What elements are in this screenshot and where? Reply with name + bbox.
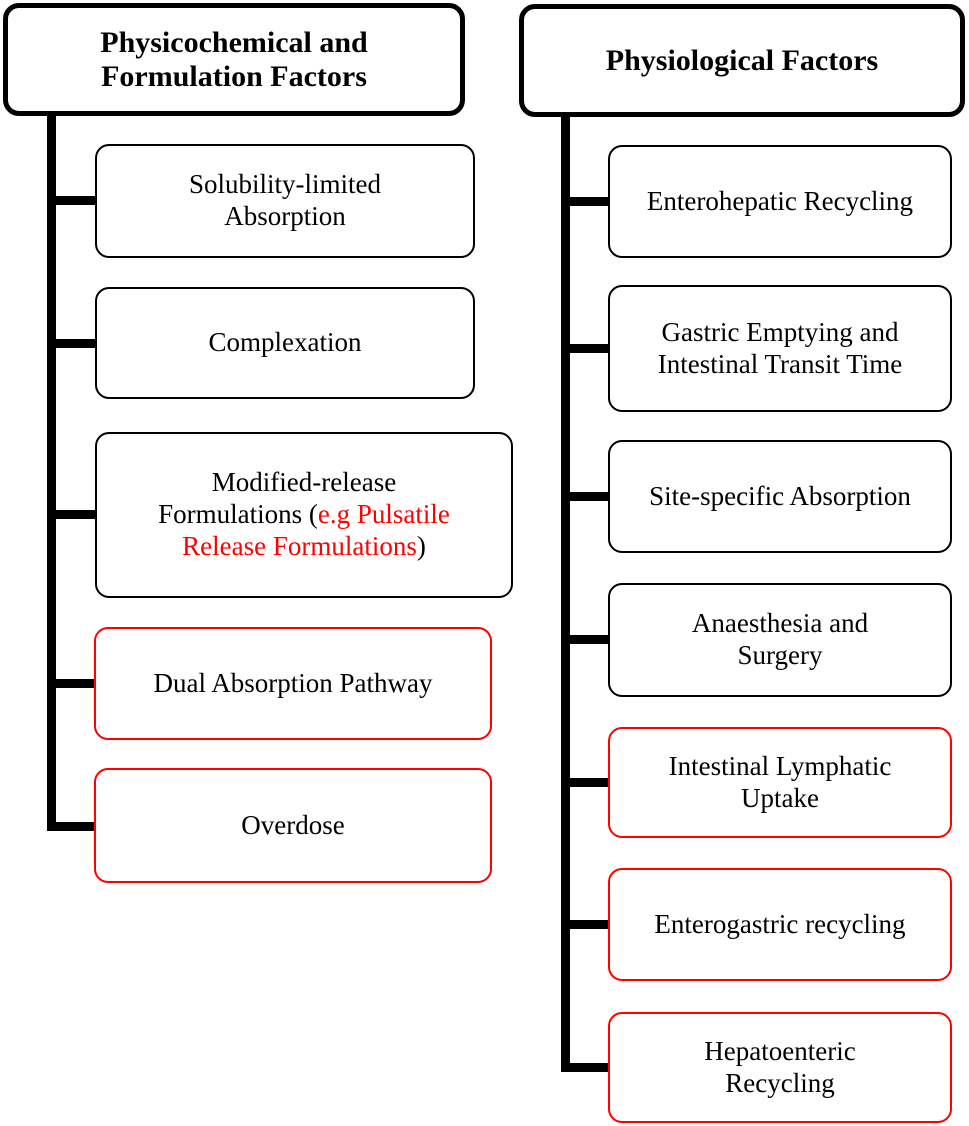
label-black-part: ) bbox=[416, 530, 426, 561]
factor-box-enterogastric-recycling: Enterogastric recycling bbox=[608, 868, 952, 981]
factor-label: Dual Absorption Pathway bbox=[153, 667, 433, 698]
label-black-part: Modified-release Formulations ( bbox=[158, 467, 397, 530]
factor-box-site-specific-absorption: Site-specific Absorption bbox=[608, 440, 952, 553]
factor-box-anaesthesia-and-surgery: Anaesthesia and Surgery bbox=[608, 583, 952, 697]
factor-box-solubility-limited-absorption: Solubility-limited Absorption bbox=[95, 144, 475, 258]
right-stub-line-4 bbox=[561, 635, 608, 644]
label-red-part: e.g Pulsatile Release Formulations bbox=[182, 499, 450, 561]
factor-box-modified-release-formulations: Modified-release Formulations (e.g Pulsa… bbox=[95, 432, 513, 598]
right-stub-line-3 bbox=[561, 492, 608, 501]
left-column-title: Physicochemical and Formulation Factors bbox=[100, 25, 368, 93]
factor-box-overdose: Overdose bbox=[94, 768, 492, 883]
factor-label: Overdose bbox=[241, 809, 345, 840]
right-column-title: Physiological Factors bbox=[605, 43, 879, 77]
factor-label: Intestinal Lymphatic Uptake bbox=[668, 750, 892, 813]
factor-label: Site-specific Absorption bbox=[649, 480, 911, 511]
left-stub-line-3 bbox=[47, 510, 95, 519]
factor-label: Complexation bbox=[208, 327, 362, 358]
right-stub-line-6 bbox=[561, 920, 608, 929]
factor-label: Modified-release Formulations (e.g Pulsa… bbox=[158, 467, 450, 563]
left-stub-line-1 bbox=[47, 196, 95, 205]
factor-label: Anaesthesia and Surgery bbox=[691, 608, 869, 670]
left-stub-line-4 bbox=[47, 679, 94, 688]
factor-box-enterohepatic-recycling: Enterohepatic Recycling bbox=[608, 145, 952, 258]
left-stub-line-5 bbox=[47, 822, 94, 831]
factor-box-gastric-emptying-intestinal-transit: Gastric Emptying and Intestinal Transit … bbox=[608, 285, 952, 412]
factor-label: Solubility-limited Absorption bbox=[188, 169, 381, 231]
factor-label: Enterogastric recycling bbox=[654, 908, 906, 939]
right-stub-line-1 bbox=[561, 197, 608, 206]
factor-label: Hepatoenteric Recycling bbox=[704, 1035, 856, 1098]
right-column-header: Physiological Factors bbox=[519, 4, 965, 117]
factor-label: Gastric Emptying and Intestinal Transit … bbox=[657, 316, 903, 379]
factor-box-intestinal-lymphatic-uptake: Intestinal Lymphatic Uptake bbox=[608, 727, 952, 838]
right-stub-line-5 bbox=[561, 778, 608, 787]
right-trunk-line bbox=[561, 115, 570, 1072]
left-stub-line-2 bbox=[47, 339, 95, 348]
factor-box-complexation: Complexation bbox=[95, 287, 475, 399]
right-stub-line-2 bbox=[561, 344, 608, 353]
factor-box-dual-absorption-pathway: Dual Absorption Pathway bbox=[94, 627, 492, 740]
right-stub-line-7 bbox=[561, 1063, 608, 1072]
factor-label: Enterohepatic Recycling bbox=[646, 185, 914, 216]
left-column-header: Physicochemical and Formulation Factors bbox=[3, 3, 465, 116]
left-trunk-line bbox=[47, 114, 56, 831]
factor-box-hepatoenteric-recycling: Hepatoenteric Recycling bbox=[608, 1012, 952, 1123]
